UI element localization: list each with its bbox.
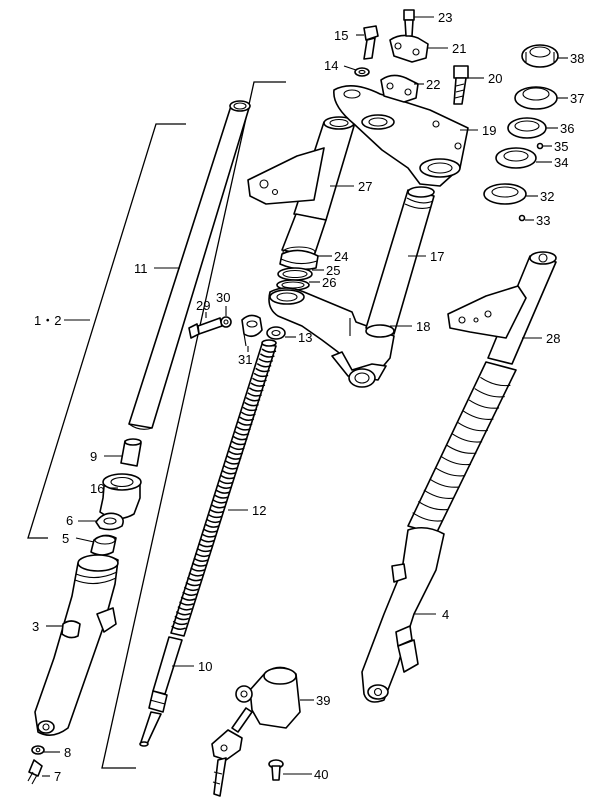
ignition-key xyxy=(211,707,253,797)
drain-bolt xyxy=(27,759,43,785)
callout-33: 33 xyxy=(536,213,550,228)
cable-clamp xyxy=(241,314,263,347)
callout-8: 8 xyxy=(64,745,71,760)
callout-32: 32 xyxy=(540,189,554,204)
fork-spring xyxy=(170,339,277,637)
callout-26: 26 xyxy=(322,275,336,290)
callout-5: 5 xyxy=(62,531,69,546)
callout-4: 4 xyxy=(442,607,449,622)
callout-17: 17 xyxy=(430,249,444,264)
callout-35: 35 xyxy=(554,139,568,154)
callout-3: 3 xyxy=(32,619,39,634)
callout-39: 39 xyxy=(316,693,330,708)
upper-tube-bracket-left xyxy=(247,116,355,258)
callout-40: 40 xyxy=(314,767,328,782)
callout-36: 36 xyxy=(560,121,574,136)
assembly-bracket-left xyxy=(27,123,186,539)
callout-11: 11 xyxy=(134,261,148,276)
callout-30: 30 xyxy=(216,290,230,305)
callout-12: 12 xyxy=(252,503,266,518)
handlebar-holder-lower xyxy=(380,74,419,103)
callout-14: 14 xyxy=(324,58,338,73)
callout-18: 18 xyxy=(416,319,430,334)
callout-9: 9 xyxy=(90,449,97,464)
inner-fork-tube xyxy=(128,100,251,430)
steering-lock xyxy=(235,666,301,729)
callout-19: 19 xyxy=(482,123,496,138)
callout-7: 7 xyxy=(54,769,61,784)
spacer-collar xyxy=(120,438,142,467)
callout-16: 16 xyxy=(90,481,104,496)
callout-6: 6 xyxy=(66,513,73,528)
steering-nut xyxy=(521,44,559,68)
drain-washer xyxy=(31,745,45,755)
assembly-bracket-center xyxy=(101,81,286,769)
leader-lines xyxy=(42,16,568,777)
dust-seal-lower xyxy=(483,183,527,205)
callout-29: 29 xyxy=(196,298,210,313)
steering-stem-lower-bracket xyxy=(268,287,395,388)
callout-labels: 1・2 3 4 5 6 7 8 9 10 11 12 13 14 15 16 1… xyxy=(32,10,584,784)
clamp-washer xyxy=(220,316,232,328)
callout-21: 21 xyxy=(452,41,466,56)
callout-13: 13 xyxy=(298,330,312,345)
fork-cover-seal xyxy=(279,249,319,271)
handlebar-holder-upper xyxy=(389,34,429,63)
rubber-fork-boot xyxy=(407,361,517,535)
outer-fork-tube-right xyxy=(361,526,445,703)
callout-37: 37 xyxy=(570,91,584,106)
callout-1-2: 1・2 xyxy=(34,313,61,328)
damper-rod xyxy=(139,636,183,747)
callout-22: 22 xyxy=(426,77,440,92)
oil-seal xyxy=(99,473,142,520)
pinch-bolt xyxy=(453,65,469,105)
lock-screw xyxy=(268,759,284,781)
callout-27: 27 xyxy=(358,179,372,194)
fork-collar xyxy=(266,326,286,340)
clamp-bolt xyxy=(188,317,223,339)
upper-bracket xyxy=(333,85,469,187)
callout-24: 24 xyxy=(334,249,348,264)
stem-washer xyxy=(354,67,370,77)
circlip xyxy=(95,512,124,531)
stem-head-bolt xyxy=(363,25,379,60)
callout-28: 28 xyxy=(546,331,560,346)
dust-seal xyxy=(90,534,117,556)
holder-bolt xyxy=(403,9,415,37)
steel-ball-lower xyxy=(518,214,526,222)
steel-ball-upper xyxy=(536,142,544,150)
callout-15: 15 xyxy=(334,28,348,43)
bearing-race-lower xyxy=(495,147,537,169)
callout-20: 20 xyxy=(488,71,502,86)
cushion-ring xyxy=(277,267,313,281)
callout-31: 31 xyxy=(238,352,252,367)
callout-25: 25 xyxy=(326,263,340,278)
bearing-race-upper xyxy=(507,117,547,139)
steering-stem-tube xyxy=(365,186,435,338)
outer-fork-tube-left xyxy=(34,554,119,736)
callout-34: 34 xyxy=(554,155,568,170)
callout-38: 38 xyxy=(570,51,584,66)
bearing-cone-upper xyxy=(514,86,558,110)
callout-23: 23 xyxy=(438,10,452,25)
upper-tube-bracket-right xyxy=(447,251,557,365)
callout-10: 10 xyxy=(198,659,212,674)
